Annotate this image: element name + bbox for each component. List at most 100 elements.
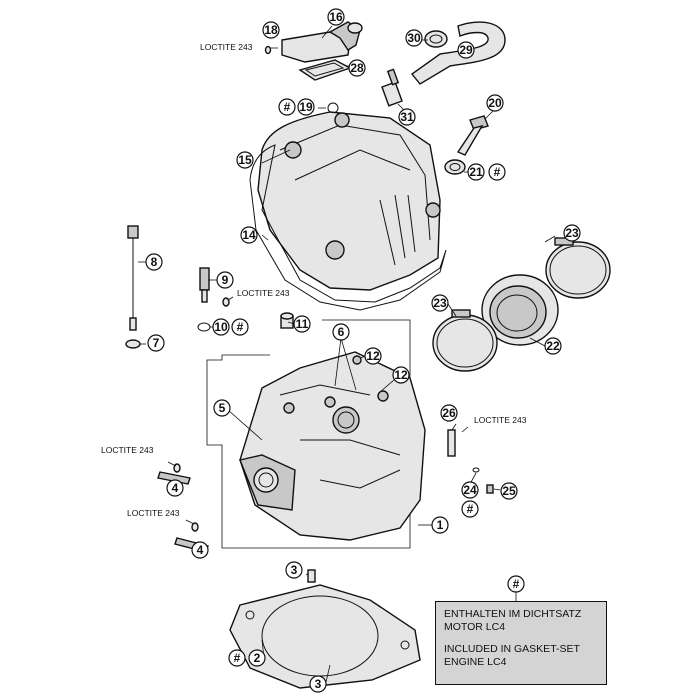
svg-text:31: 31 [400,110,414,124]
svg-text:4: 4 [197,543,204,557]
callout-10: 10 [212,318,230,336]
gasket-set-legend: ENTHALTEN IM DICHTSATZ MOTOR LC4 INCLUDE… [435,601,607,685]
svg-text:24: 24 [463,483,477,497]
svg-text:26: 26 [442,406,456,420]
callout-29: 29 [457,41,475,59]
callout-4-upper: 4 [166,479,184,497]
callout-7: 7 [147,334,165,352]
callout-25: 25 [500,482,518,500]
callout-23-lower: 23 [431,294,449,312]
part-bolt-26 [447,429,456,457]
svg-text:28: 28 [350,61,364,75]
svg-text:#: # [494,165,501,179]
callout-hash-19: # [278,98,296,116]
legend-line-4: ENGINE LC4 [444,656,507,668]
callout-23-upper: 23 [563,224,581,242]
part-screw-25 [486,484,494,494]
svg-text:#: # [513,577,520,591]
callout-21: 21 [467,163,485,181]
legend-line-3: INCLUDED IN GASKET-SET [444,643,580,655]
svg-text:#: # [237,320,244,334]
callout-28: 28 [348,59,366,77]
callout-22: 22 [544,337,562,355]
callout-5: 5 [213,399,231,417]
callout-4-lower: 4 [191,541,209,559]
svg-text:23: 23 [565,226,579,240]
callout-9: 9 [216,271,234,289]
callout-18: 18 [262,21,280,39]
callout-31: 31 [398,108,416,126]
part-intake-flange-22 [481,274,559,346]
svg-text:12: 12 [394,368,408,382]
svg-text:3: 3 [315,677,322,691]
part-cover-gasket [249,144,447,311]
callout-3-lower: 3 [309,675,327,693]
svg-text:2: 2 [254,651,261,665]
svg-text:10: 10 [214,320,228,334]
callout-1: 1 [431,516,449,534]
svg-text:9: 9 [222,273,229,287]
svg-text:30: 30 [407,31,421,45]
callout-19: 19 [297,98,315,116]
loctite-label-26: LOCTITE 243 [474,415,527,425]
callout-hash-10: # [231,318,249,336]
svg-text:14: 14 [242,228,256,242]
svg-text:#: # [467,502,474,516]
svg-text:6: 6 [338,325,345,339]
callout-24: 24 [461,481,479,499]
callout-hash-legend: # [507,575,525,593]
part-ring-10 [197,322,211,332]
callout-6: 6 [332,323,350,341]
part-bolt-20 [456,115,489,156]
svg-text:20: 20 [488,96,502,110]
svg-text:5: 5 [219,401,226,415]
part-temp-sensor-9 [199,267,210,303]
part-thermostat-housing [281,21,363,63]
callout-hash-24: # [461,500,479,518]
part-valve-keepers-a [157,463,191,485]
callout-8: 8 [145,253,163,271]
svg-text:15: 15 [238,153,252,167]
svg-text:16: 16 [329,10,343,24]
callout-26: 26 [440,404,458,422]
leader-lines [138,25,556,683]
svg-text:21: 21 [469,165,483,179]
part-washer-7 [125,339,141,349]
callout-11: 11 [293,315,311,333]
legend-line-1: ENTHALTEN IM DICHTSATZ [444,608,582,620]
callout-12-lower: 12 [392,366,410,384]
loctite-label-9: LOCTITE 243 [237,288,290,298]
part-clamp-23-upper [545,237,611,299]
part-stud-8 [127,225,139,331]
callout-16: 16 [327,8,345,26]
callout-15: 15 [236,151,254,169]
loctite-label-top: LOCTITE 243 [200,42,253,52]
part-cylinder-head [239,351,426,541]
svg-text:7: 7 [153,336,160,350]
part-valve-cover [257,111,441,291]
part-hose-clamp-30 [424,30,448,48]
callout-3-upper: 3 [285,561,303,579]
callout-hash-21: # [488,163,506,181]
svg-text:22: 22 [546,339,560,353]
svg-text:25: 25 [502,484,516,498]
callout-12-upper: 12 [364,347,382,365]
svg-text:12: 12 [366,349,380,363]
svg-text:#: # [234,651,241,665]
part-valve-31 [381,68,403,107]
callout-hash-2: # [228,649,246,667]
part-clamp-23-lower [432,309,498,372]
svg-text:19: 19 [299,100,313,114]
svg-text:#: # [284,100,291,114]
svg-text:23: 23 [433,296,447,310]
svg-text:3: 3 [291,563,298,577]
part-sleeve-11 [280,312,294,329]
callout-30: 30 [405,29,423,47]
callout-2: 2 [248,649,266,667]
part-head-gasket [229,584,421,689]
callout-14: 14 [240,226,258,244]
svg-text:8: 8 [151,255,158,269]
part-washer-24 [472,467,480,473]
svg-text:1: 1 [437,518,444,532]
